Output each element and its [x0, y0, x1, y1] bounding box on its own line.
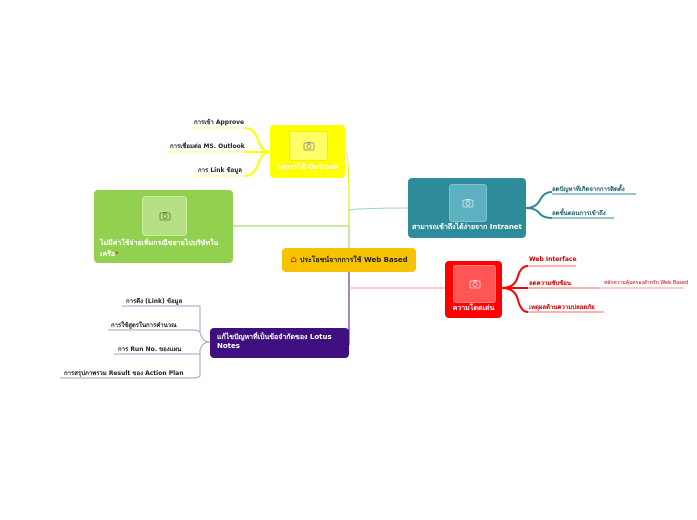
camera-icon — [289, 131, 328, 161]
branch-highlight-label: ความโดดเด่น — [452, 304, 495, 312]
camera-icon — [142, 196, 187, 236]
branch-highlight[interactable]: ความโดดเด่น — [445, 261, 502, 318]
camera-icon — [453, 265, 496, 303]
leaf-web-interface[interactable]: Web Interface — [529, 256, 577, 263]
branch-lotus-notes-label: แก้ไขปัญหาที่เป็นข้อจำกัดของ Lotus Notes — [217, 333, 332, 350]
leaf-run-no[interactable]: การ Run No. ของแผน — [118, 346, 182, 353]
branch-outlook-label: ลดการใช้ Outlook — [276, 163, 339, 171]
leaf-link-data[interactable]: การ Link ข้อมูล — [198, 167, 242, 174]
branch-no-cost-label: ไม่มีค่าใช้จ่ายเพิ่มกรณีขยายไปบริษัทในเค… — [100, 239, 219, 258]
leaf-web-based-protection[interactable]: หลักความคุ้มครองสำหรับ Web Based — [604, 280, 689, 286]
leaf-install-problem[interactable]: ลดปัญหาที่เกิดจากการติดตั้ง — [552, 186, 625, 193]
central-topic-label: ประโยชน์จากการใช้ Web Based — [299, 255, 408, 264]
camera-icon — [449, 184, 487, 222]
central-topic[interactable]: ⌂ ประโยชน์จากการใช้ Web Based — [282, 248, 416, 272]
branch-outlook[interactable]: ลดการใช้ Outlook — [270, 125, 345, 178]
branch-intranet[interactable]: สามารถเข้าถึงได้ง่ายจาก Intranet — [408, 178, 526, 238]
leaf-reduce-complexity[interactable]: ลดความซับซ้อน — [529, 280, 571, 287]
leaf-result-summary[interactable]: การสรุปภาพรวม Result ของ Action Plan — [64, 370, 184, 377]
house-icon: ⌂ — [290, 254, 297, 265]
leaf-security[interactable]: เหตุผลด้านความปลอดภัย — [529, 304, 595, 311]
leaf-access-steps[interactable]: ลดขั้นตอนการเข้าถึง — [552, 210, 606, 217]
leaf-link-pull[interactable]: การดึง (Link) ข้อมูล — [126, 298, 183, 305]
leaf-ms-outlook[interactable]: การเชื่อมต่อ MS. Outlook — [170, 143, 245, 150]
branch-lotus-notes[interactable]: แก้ไขปัญหาที่เป็นข้อจำกัดของ Lotus Notes — [210, 328, 349, 358]
leaf-approve[interactable]: การเข้า Approve — [194, 119, 245, 126]
leaf-formula[interactable]: การใช้สูตรในการคำนวณ — [111, 322, 177, 329]
branch-no-cost[interactable]: ไม่มีค่าใช้จ่ายเพิ่มกรณีขยายไปบริษัทในเค… — [94, 190, 233, 263]
branch-intranet-label: สามารถเข้าถึงได้ง่ายจาก Intranet — [412, 223, 522, 231]
star-badge: * — [115, 250, 119, 258]
